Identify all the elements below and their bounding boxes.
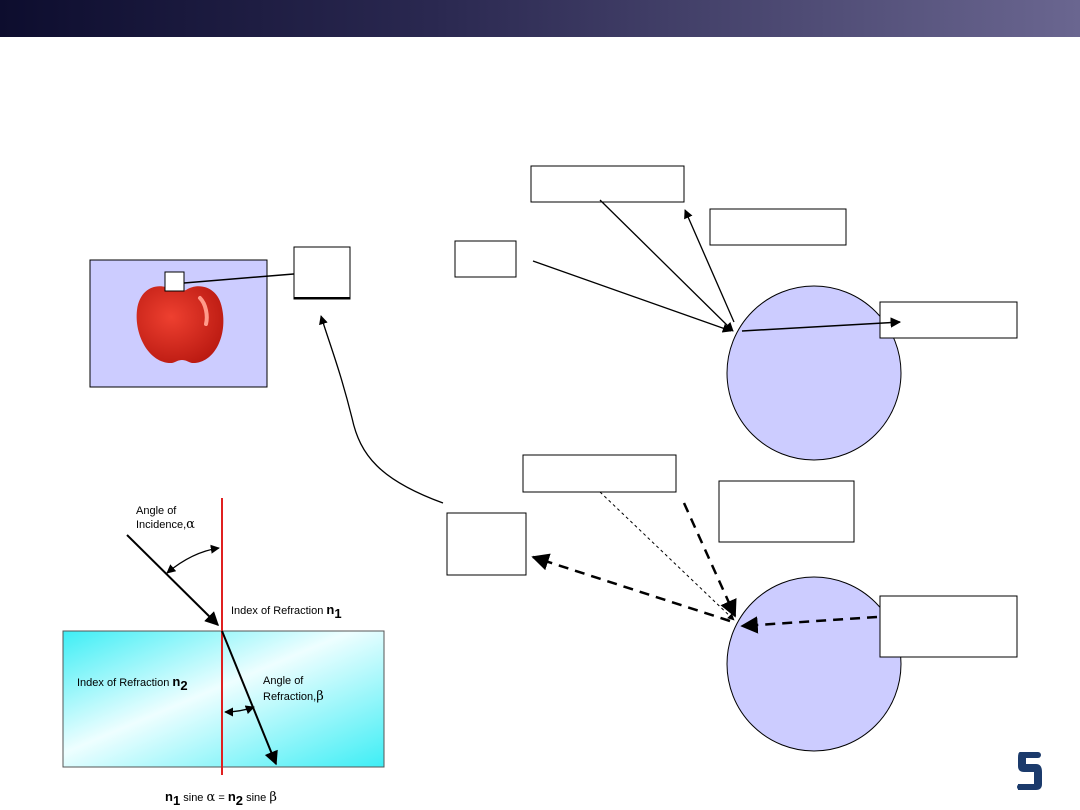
small-box-to-eye-arrow (532, 260, 732, 333)
eye-to-right-box-arrow (741, 317, 902, 332)
apple-sample-box (164, 271, 185, 292)
formula-n1: n (165, 789, 173, 804)
snell-formula: n1 sine α = n2 sine β (165, 789, 277, 808)
eye-to-top-right-arrow (684, 209, 735, 323)
incident-ray (126, 534, 219, 626)
image-box (293, 246, 351, 300)
label-box-lower-right (879, 595, 1018, 658)
refracted-ray (221, 630, 278, 766)
index-n2-symbol: n (172, 674, 181, 689)
feedback-curve-arrow (319, 315, 444, 504)
beta-symbol: β (316, 689, 324, 704)
lower-top-dotted-arrow (599, 491, 735, 621)
angle-incidence-label: Angle of Incidence,α (136, 504, 195, 532)
angle-incidence-line1: Angle of (136, 505, 177, 517)
lower-right-dashed-arrow (682, 502, 737, 618)
angle-refraction-line1: Angle of (263, 675, 304, 687)
formula-equals: = (218, 792, 225, 804)
top-box-to-eye-arrow (599, 199, 734, 332)
angle-incidence-line2: Incidence, (136, 519, 187, 531)
label-box-left-small (454, 240, 517, 278)
label-box-top-right (709, 208, 847, 246)
formula-sub1: 1 (172, 793, 181, 808)
index-n1-symbol: n (326, 602, 335, 617)
index-n1-label: Index of Refraction n1 (231, 602, 342, 621)
title-bar (0, 0, 1080, 37)
index-n2-label: Index of Refraction n2 (77, 674, 188, 693)
formula-sine2: sine (246, 792, 267, 804)
formula-n2: n (227, 789, 236, 804)
index-n1-text: Index of Refraction (231, 605, 324, 617)
robot-arm-logo-icon (1017, 752, 1042, 790)
index-n1-subscript: 1 (334, 606, 342, 621)
upper-eye-circle (726, 285, 902, 461)
label-box-top (530, 165, 685, 203)
formula-sub2: 2 (235, 793, 244, 808)
refraction-angle-arc (224, 705, 255, 717)
eye-to-lower-left-dashed-arrow (531, 553, 731, 623)
formula-beta: β (269, 790, 277, 805)
alpha-symbol: α (186, 517, 195, 532)
index-n2-text: Index of Refraction (77, 677, 170, 689)
label-box-lower-top (522, 454, 677, 493)
right-box-to-eye-dashed-arrow (740, 615, 878, 634)
label-box-lower-left (446, 512, 527, 576)
lower-eye-circle (726, 576, 902, 752)
index-n2-subscript: 2 (180, 678, 188, 693)
apple-icon (136, 286, 224, 364)
label-box-lower-right-top (718, 480, 855, 543)
incidence-angle-arc (166, 544, 220, 574)
angle-refraction-line2: Refraction, (263, 691, 317, 703)
label-box-right (879, 301, 1018, 339)
formula-sine1: sine (183, 792, 204, 804)
refraction-medium (62, 630, 385, 768)
formula-alpha: α (206, 790, 216, 805)
angle-refraction-label: Angle of Refraction,β (263, 674, 324, 705)
